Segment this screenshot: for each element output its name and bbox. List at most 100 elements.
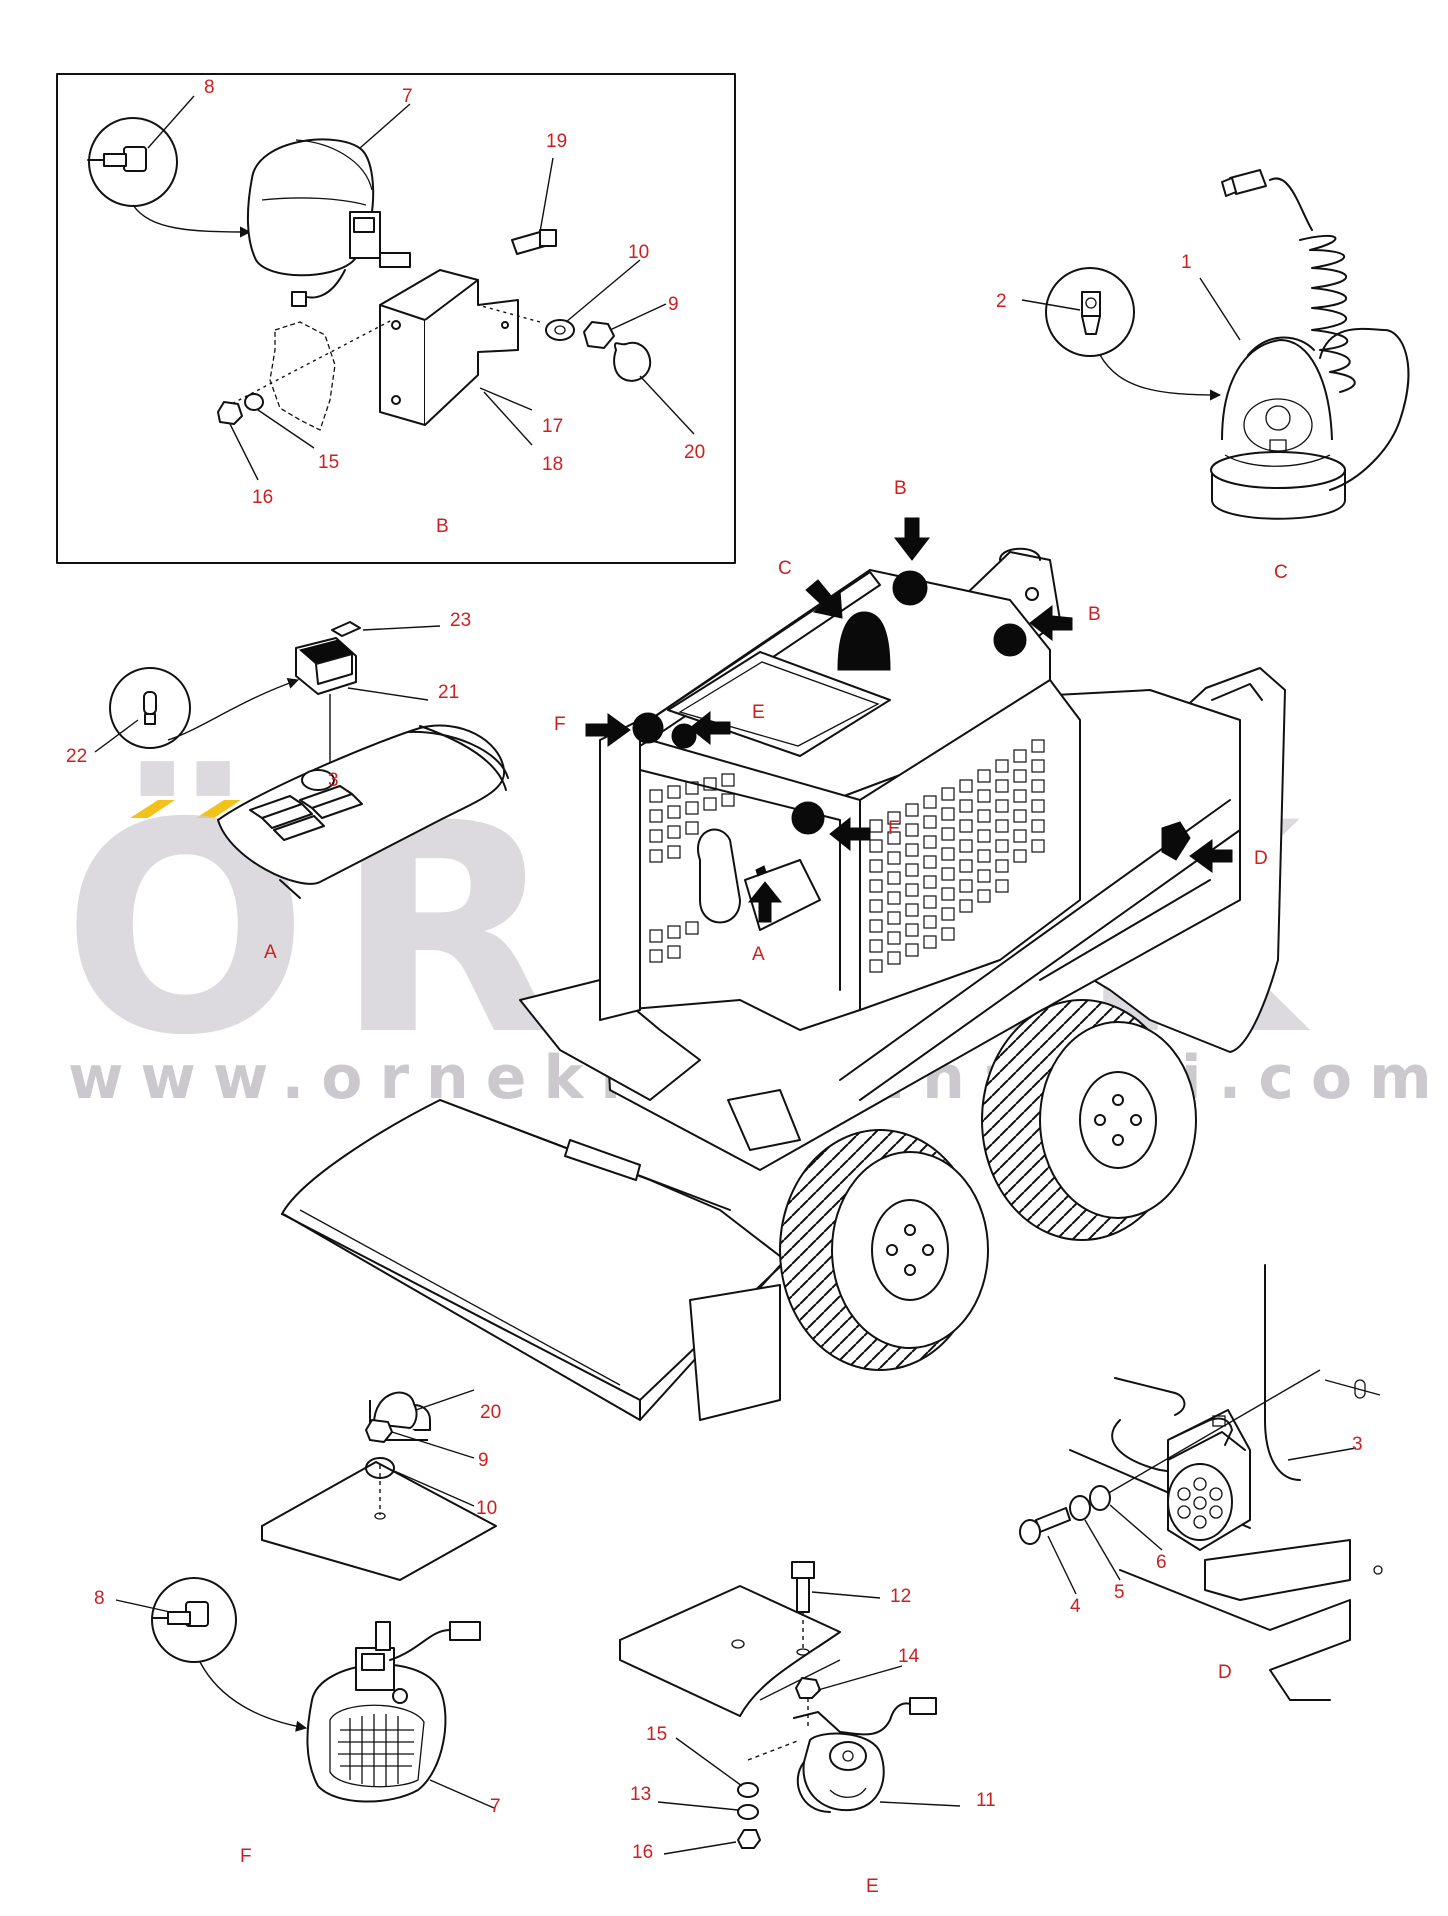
- cab-front-screen-grid: [649, 773, 735, 963]
- roof-window: [667, 651, 891, 757]
- nut-icon: [795, 1677, 821, 1699]
- front-light-detail: [115, 1389, 497, 1809]
- nut-icon: [583, 321, 615, 349]
- watermark-accent-icon: [130, 800, 241, 818]
- detail-label: C: [1274, 562, 1288, 583]
- part-number: 6: [1156, 1552, 1167, 1573]
- part-number: 3: [1352, 1434, 1363, 1455]
- hex-bolt-icon: [791, 1561, 815, 1613]
- horn-detail: [619, 1561, 961, 1855]
- part-number: 4: [1070, 1596, 1081, 1617]
- control-panel-icon: [217, 724, 509, 899]
- part-number: 15: [646, 1724, 667, 1745]
- part-number: 1: [1181, 252, 1192, 273]
- trailer-socket-detail: [1019, 1264, 1383, 1701]
- part-number: 18: [542, 454, 563, 475]
- rocker-switch-icon: [295, 637, 357, 695]
- left-cab-post: [599, 719, 641, 1021]
- part-number: 8: [94, 1588, 105, 1609]
- washer-icon: [244, 393, 264, 411]
- nut-icon: [737, 1829, 761, 1849]
- detail-b-box: [56, 73, 736, 564]
- switch-lens-icon: [331, 621, 361, 637]
- arrow-label: E: [752, 702, 765, 723]
- part-number: 9: [668, 294, 679, 315]
- horn-location-icon: [671, 723, 697, 749]
- front-light-location-icon: [791, 801, 825, 835]
- arrow-label: C: [778, 558, 792, 579]
- part-number: 17: [542, 416, 563, 437]
- part-number: 15: [318, 452, 339, 473]
- socket-screw-icon: [1019, 1507, 1071, 1545]
- skid-steer-loader: [281, 517, 1286, 1421]
- lock-washer-icon: [737, 1804, 759, 1820]
- front-light-location-icon: [632, 712, 664, 744]
- part-number-labels: 8 7 19 10 9 17 18 20 15 16 B 1 2 C 23 21…: [66, 77, 1363, 1897]
- cab-side-screen-grid: [869, 739, 1045, 973]
- part-number: 14: [898, 1646, 920, 1667]
- beacon-location-icon: [837, 611, 891, 671]
- part-number: 2: [996, 291, 1007, 312]
- part-number: 10: [476, 1498, 497, 1519]
- part-number: 8: [204, 77, 215, 98]
- panel-bulb-icon: [143, 691, 157, 725]
- part-number: 5: [1114, 1582, 1125, 1603]
- gasket-plate-icon: [269, 321, 336, 431]
- part-number: 21: [438, 682, 459, 703]
- beacon-detail: [1021, 169, 1410, 520]
- work-light-location-icon: [892, 570, 928, 606]
- detail-label: A: [264, 942, 277, 963]
- washer-icon: [545, 319, 575, 341]
- detail-label: D: [1218, 1662, 1232, 1683]
- cap-nut-icon: [613, 341, 652, 382]
- beacon-bulb-icon: [1081, 291, 1101, 335]
- detail-label: F: [240, 1846, 252, 1867]
- work-light-location-icon: [993, 623, 1027, 657]
- arrow-label: D: [1254, 848, 1268, 869]
- mounting-bracket-icon: [379, 269, 519, 426]
- switch-panel-detail: [94, 621, 509, 899]
- horn-icon: [793, 1697, 937, 1813]
- work-light-icon: [246, 138, 411, 307]
- rotating-beacon-icon: [1210, 336, 1346, 520]
- part-number: 20: [684, 442, 705, 463]
- plug-bulb-icon: [87, 146, 147, 172]
- arrow-label: A: [752, 944, 765, 965]
- part-number: 12: [890, 1586, 911, 1607]
- bucket: [281, 1099, 786, 1421]
- part-number: 7: [490, 1796, 501, 1817]
- part-number: 19: [546, 131, 567, 152]
- bolt-icon: [511, 229, 557, 255]
- trailer-socket-icon: [1167, 1409, 1251, 1551]
- detail-label: B: [436, 516, 449, 537]
- part-number: 10: [628, 242, 649, 263]
- arrow-label: B: [1088, 604, 1101, 625]
- washer-icon: [1089, 1485, 1111, 1511]
- socket-location-icon: [1161, 821, 1191, 861]
- detail-label: E: [866, 1876, 879, 1897]
- part-number: 7: [402, 86, 413, 107]
- arrow-label: F: [554, 714, 566, 735]
- part-number: 23: [450, 610, 471, 631]
- nut-icon: [217, 401, 243, 425]
- front-plug-bulb-icon: [151, 1601, 209, 1627]
- front-work-light-icon: [306, 1621, 481, 1803]
- lock-washer-icon: [1069, 1495, 1091, 1521]
- part-number: 3: [328, 770, 339, 791]
- rear-wheel: [981, 999, 1197, 1241]
- front-wheel: [779, 1129, 989, 1371]
- washer-icon: [737, 1782, 759, 1798]
- joystick: [697, 828, 741, 924]
- coiled-cable-icon: [1221, 169, 1410, 491]
- part-number: 20: [480, 1402, 501, 1423]
- arrow-label: F: [888, 818, 900, 839]
- part-number: 16: [252, 487, 273, 508]
- part-number: 22: [66, 746, 87, 767]
- arrow-label: B: [894, 478, 907, 499]
- part-number: 9: [478, 1450, 489, 1471]
- part-number: 13: [630, 1784, 651, 1805]
- part-number: 11: [976, 1790, 996, 1811]
- locator-arrows: [585, 517, 1233, 923]
- part-number: 16: [632, 1842, 653, 1863]
